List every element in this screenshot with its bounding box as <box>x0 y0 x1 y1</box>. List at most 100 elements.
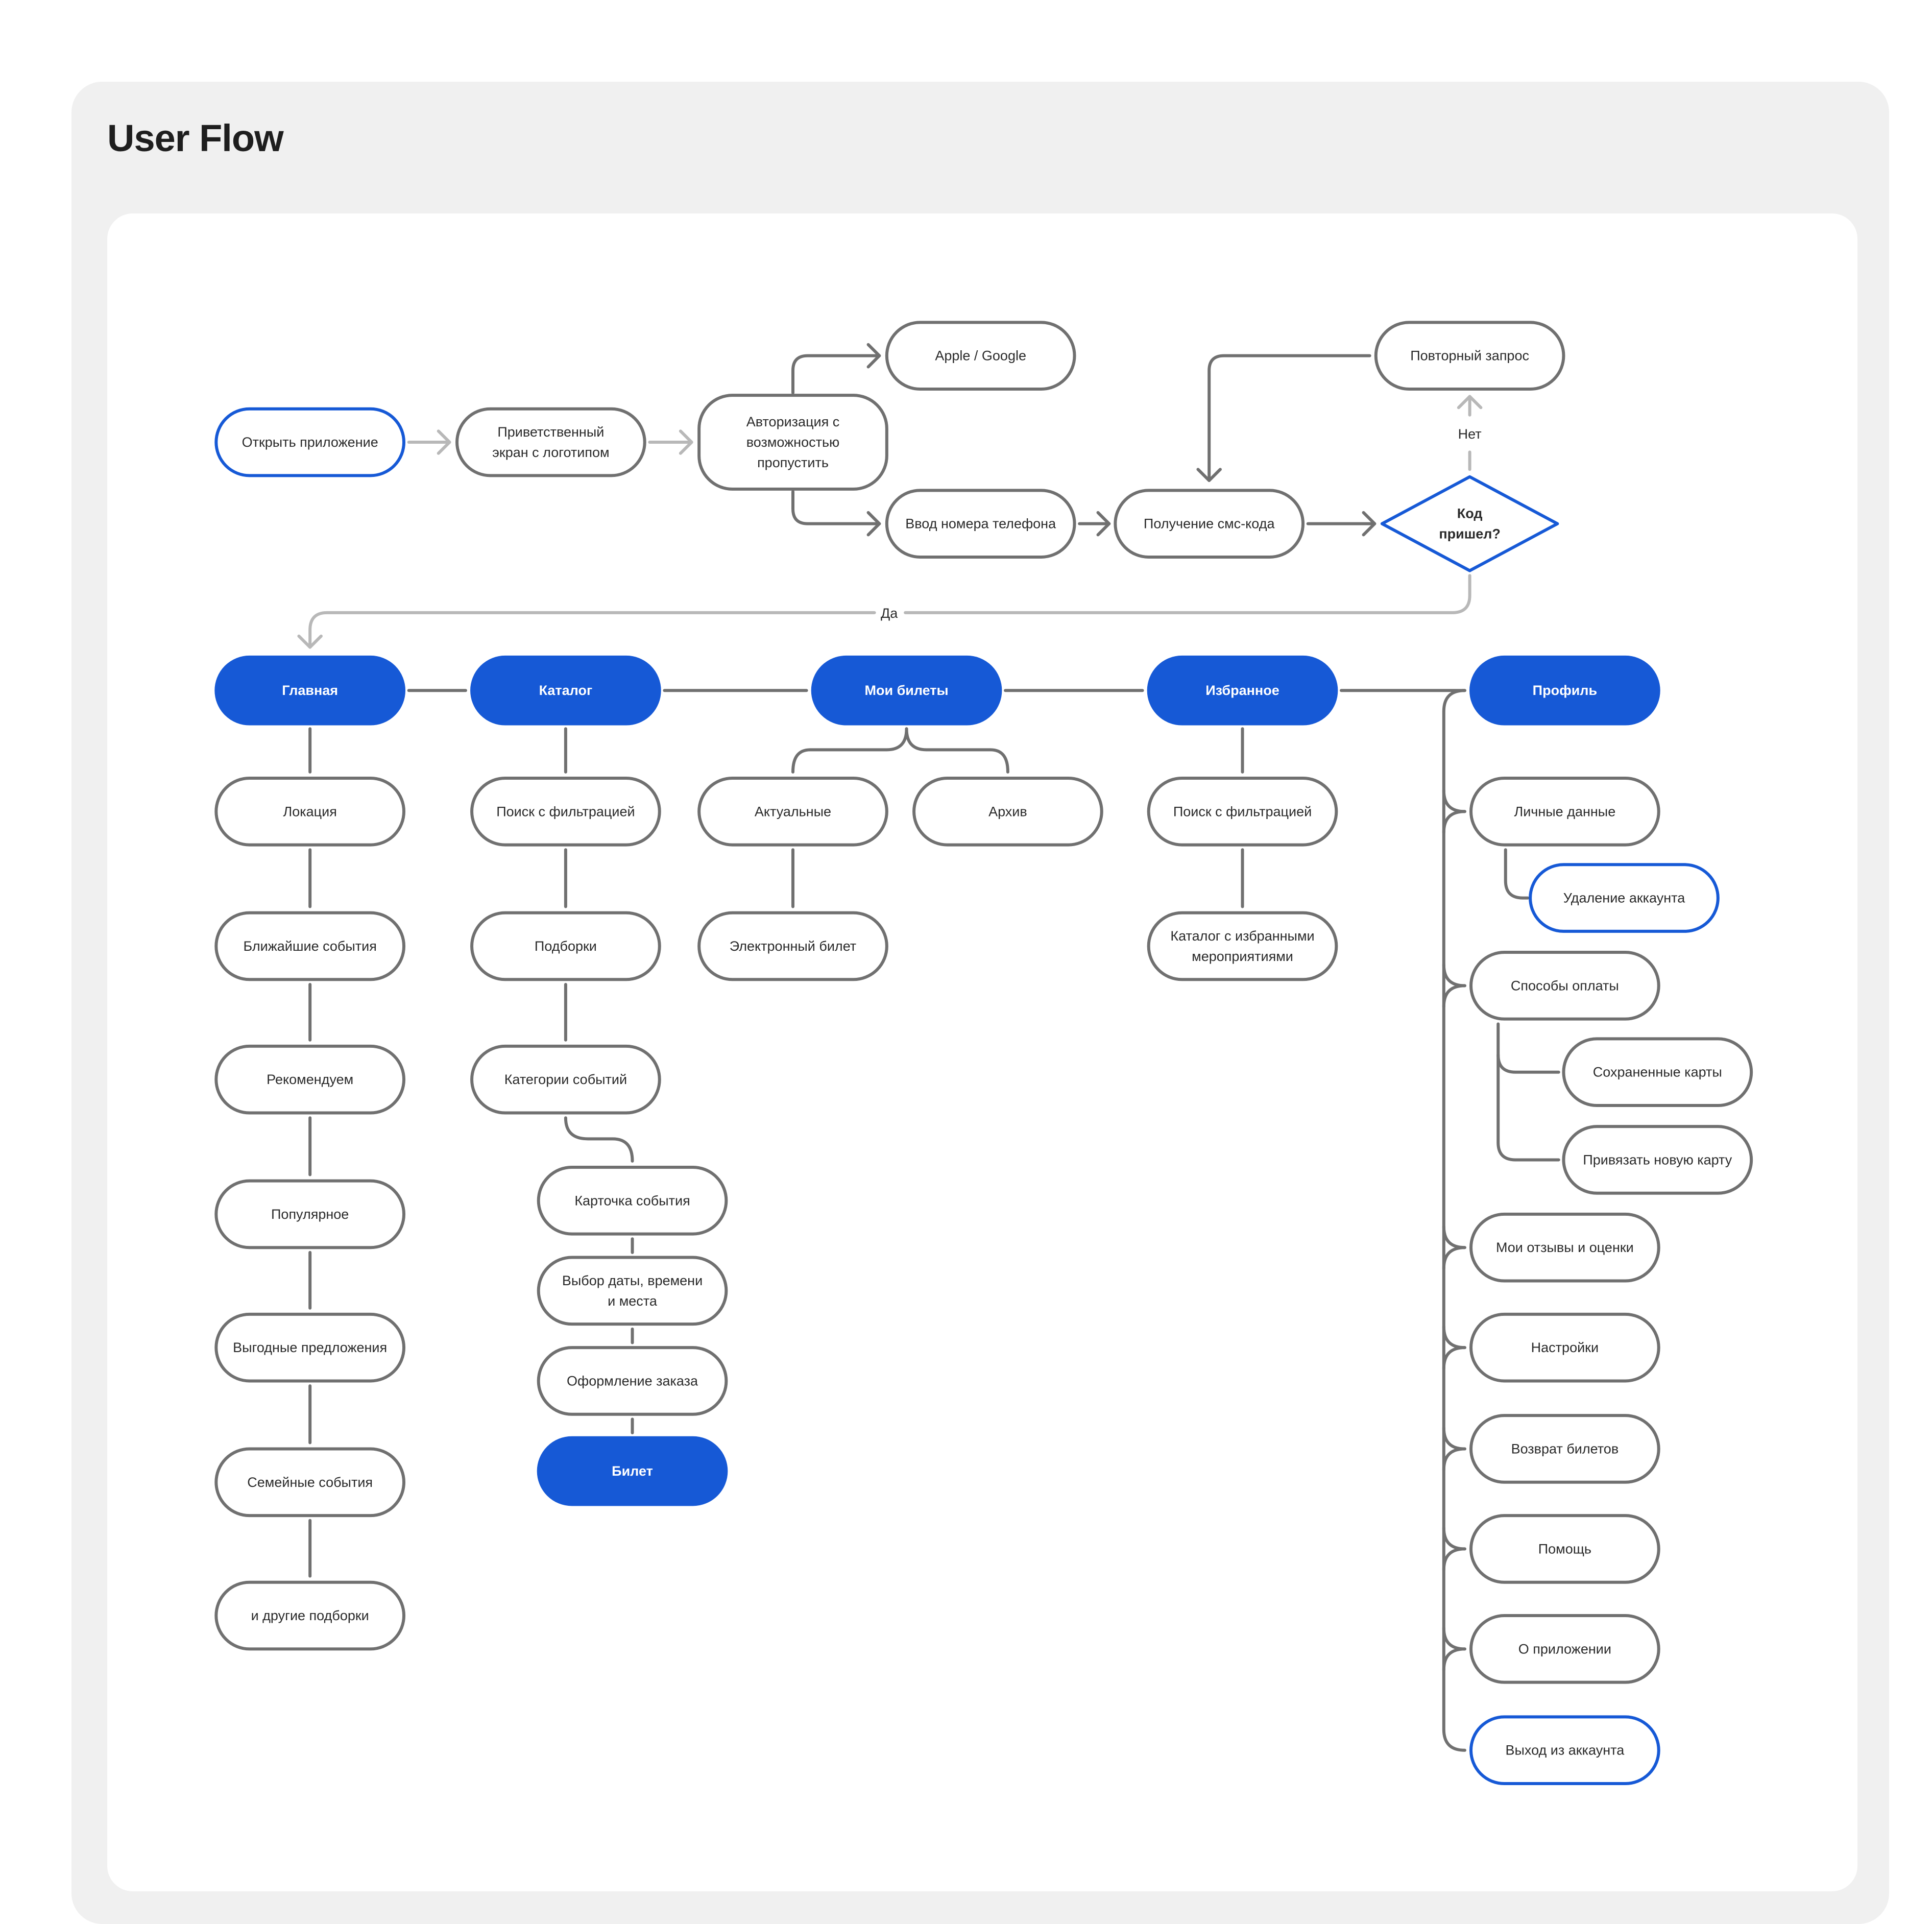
node-apple-google-label: Apple / Google <box>935 348 1026 364</box>
node-event-card-label: Карточка события <box>574 1193 690 1208</box>
node-payment-methods[interactable]: Способы оплаты <box>1469 951 1660 1021</box>
node-home[interactable]: Главная <box>214 655 406 726</box>
node-other-collections-label: и другие подборки <box>251 1608 369 1623</box>
line-payment-link-card <box>1496 1022 1560 1162</box>
node-popular[interactable]: Популярное <box>214 1179 406 1249</box>
node-fav-search[interactable]: Поиск с фильтрацией <box>1147 776 1338 847</box>
node-catalog-search[interactable]: Поиск с фильтрацией <box>470 776 661 847</box>
line-profile-spine <box>1442 689 1466 1752</box>
node-date-time-seat-shape <box>537 1256 728 1326</box>
decision-diamond-shape <box>1380 475 1559 572</box>
node-saved-cards[interactable]: Сохраненные карты <box>1562 1037 1753 1108</box>
line-profile-branch-up-3 <box>1442 1325 1466 1350</box>
arrowhead-retry <box>1457 395 1483 410</box>
node-collections-shape <box>470 911 661 981</box>
node-actual-shape <box>697 776 888 847</box>
node-open-app[interactable]: Открыть приложение <box>214 407 406 477</box>
node-apple-google-shape <box>885 321 1076 391</box>
node-help-shape <box>1469 1514 1660 1584</box>
node-recommended[interactable]: Рекомендуем <box>214 1044 406 1115</box>
node-deals-shape <box>214 1312 406 1383</box>
node-catalog-shape <box>470 655 661 726</box>
node-logout[interactable]: Выход из аккаунта <box>1469 1715 1660 1786</box>
node-checkout-label: Оформление заказа <box>567 1373 698 1388</box>
node-settings-label: Настройки <box>1531 1340 1599 1355</box>
node-personal-data[interactable]: Личные данные <box>1469 776 1660 847</box>
arrow-yes-right <box>904 574 1471 614</box>
line-categories-card <box>564 1116 634 1163</box>
node-ticket-shape <box>537 1436 728 1506</box>
node-apple-google[interactable]: Apple / Google <box>885 321 1076 391</box>
node-popular-shape <box>214 1179 406 1249</box>
node-ticket-label: Билет <box>612 1463 653 1479</box>
node-delete-account-label: Удаление аккаунта <box>1563 891 1686 906</box>
node-personal-data-shape <box>1469 776 1660 847</box>
node-phone-input[interactable]: Ввод номера телефона <box>885 489 1076 559</box>
node-reviews-shape <box>1469 1212 1660 1283</box>
node-settings[interactable]: Настройки <box>1469 1312 1660 1383</box>
node-actual[interactable]: Актуальные <box>697 776 888 847</box>
node-archive[interactable]: Архив <box>912 776 1103 847</box>
node-favorites[interactable]: Избранное <box>1147 655 1338 726</box>
node-other-collections-shape <box>214 1580 406 1651</box>
node-retry-request[interactable]: Повторный запрос <box>1374 321 1565 391</box>
node-popular-label: Популярное <box>271 1207 349 1222</box>
node-actual-label: Актуальные <box>755 804 831 819</box>
line-tickets-archive <box>905 727 1009 774</box>
node-my-tickets[interactable]: Мои билеты <box>811 655 1002 726</box>
node-e-ticket[interactable]: Электронный билет <box>697 911 888 981</box>
node-phone-input-shape <box>885 489 1076 559</box>
node-help[interactable]: Помощь <box>1469 1514 1660 1584</box>
node-payment-methods-label: Способы оплаты <box>1511 978 1619 993</box>
node-nearby-events-shape <box>214 911 406 981</box>
node-deals[interactable]: Выгодные предложения <box>214 1312 406 1383</box>
line-profile-branch-down-2 <box>1442 1246 1466 1270</box>
line-profile-branch-down-4 <box>1442 1447 1466 1472</box>
node-about-label: О приложении <box>1518 1641 1611 1656</box>
node-reviews[interactable]: Мои отзывы и оценки <box>1469 1212 1660 1283</box>
node-other-collections[interactable]: и другие подборки <box>214 1580 406 1651</box>
node-nearby-events[interactable]: Ближайшие события <box>214 911 406 981</box>
node-nearby-events-label: Ближайшие события <box>243 939 376 954</box>
node-sms-code-shape <box>1114 489 1305 559</box>
node-sms-code[interactable]: Получение смс-кода <box>1114 489 1305 559</box>
line-profile-branch-down-5 <box>1442 1547 1466 1572</box>
node-saved-cards-shape <box>1562 1037 1753 1108</box>
node-retry-request-label: Повторный запрос <box>1410 348 1529 364</box>
node-catalog[interactable]: Каталог <box>470 655 661 726</box>
node-ticket[interactable]: Билет <box>537 1436 728 1506</box>
node-my-tickets-label: Мои билеты <box>864 683 948 698</box>
node-archive-label: Архив <box>988 804 1027 819</box>
node-link-card[interactable]: Привязать новую карту <box>1562 1125 1753 1195</box>
node-family-events-label: Семейные события <box>247 1475 373 1490</box>
node-event-categories[interactable]: Категории событий <box>470 1044 661 1115</box>
node-about[interactable]: О приложении <box>1469 1614 1660 1684</box>
arrow-auth-to-apple-google <box>791 354 881 395</box>
node-family-events[interactable]: Семейные события <box>214 1447 406 1518</box>
node-archive-shape <box>912 776 1103 847</box>
node-collections[interactable]: Подборки <box>470 911 661 981</box>
node-checkout[interactable]: Оформление заказа <box>537 1346 728 1416</box>
node-refunds[interactable]: Возврат билетов <box>1469 1414 1660 1484</box>
line-profile-branch-up-4 <box>1442 1426 1466 1451</box>
node-link-card-label: Привязать новую карту <box>1583 1152 1732 1167</box>
node-saved-cards-label: Сохраненные карты <box>1593 1065 1722 1080</box>
node-open-app-label: Открыть приложение <box>242 435 378 450</box>
node-delete-account[interactable]: Удаление аккаунта <box>1529 863 1720 933</box>
node-sms-code-label: Получение смс-кода <box>1144 516 1275 532</box>
node-refunds-shape <box>1469 1414 1660 1484</box>
node-event-card[interactable]: Карточка события <box>537 1165 728 1236</box>
line-personal-delete <box>1504 848 1530 900</box>
node-profile[interactable]: Профиль <box>1469 655 1660 726</box>
node-location[interactable]: Локация <box>214 776 406 847</box>
node-settings-shape <box>1469 1312 1660 1383</box>
